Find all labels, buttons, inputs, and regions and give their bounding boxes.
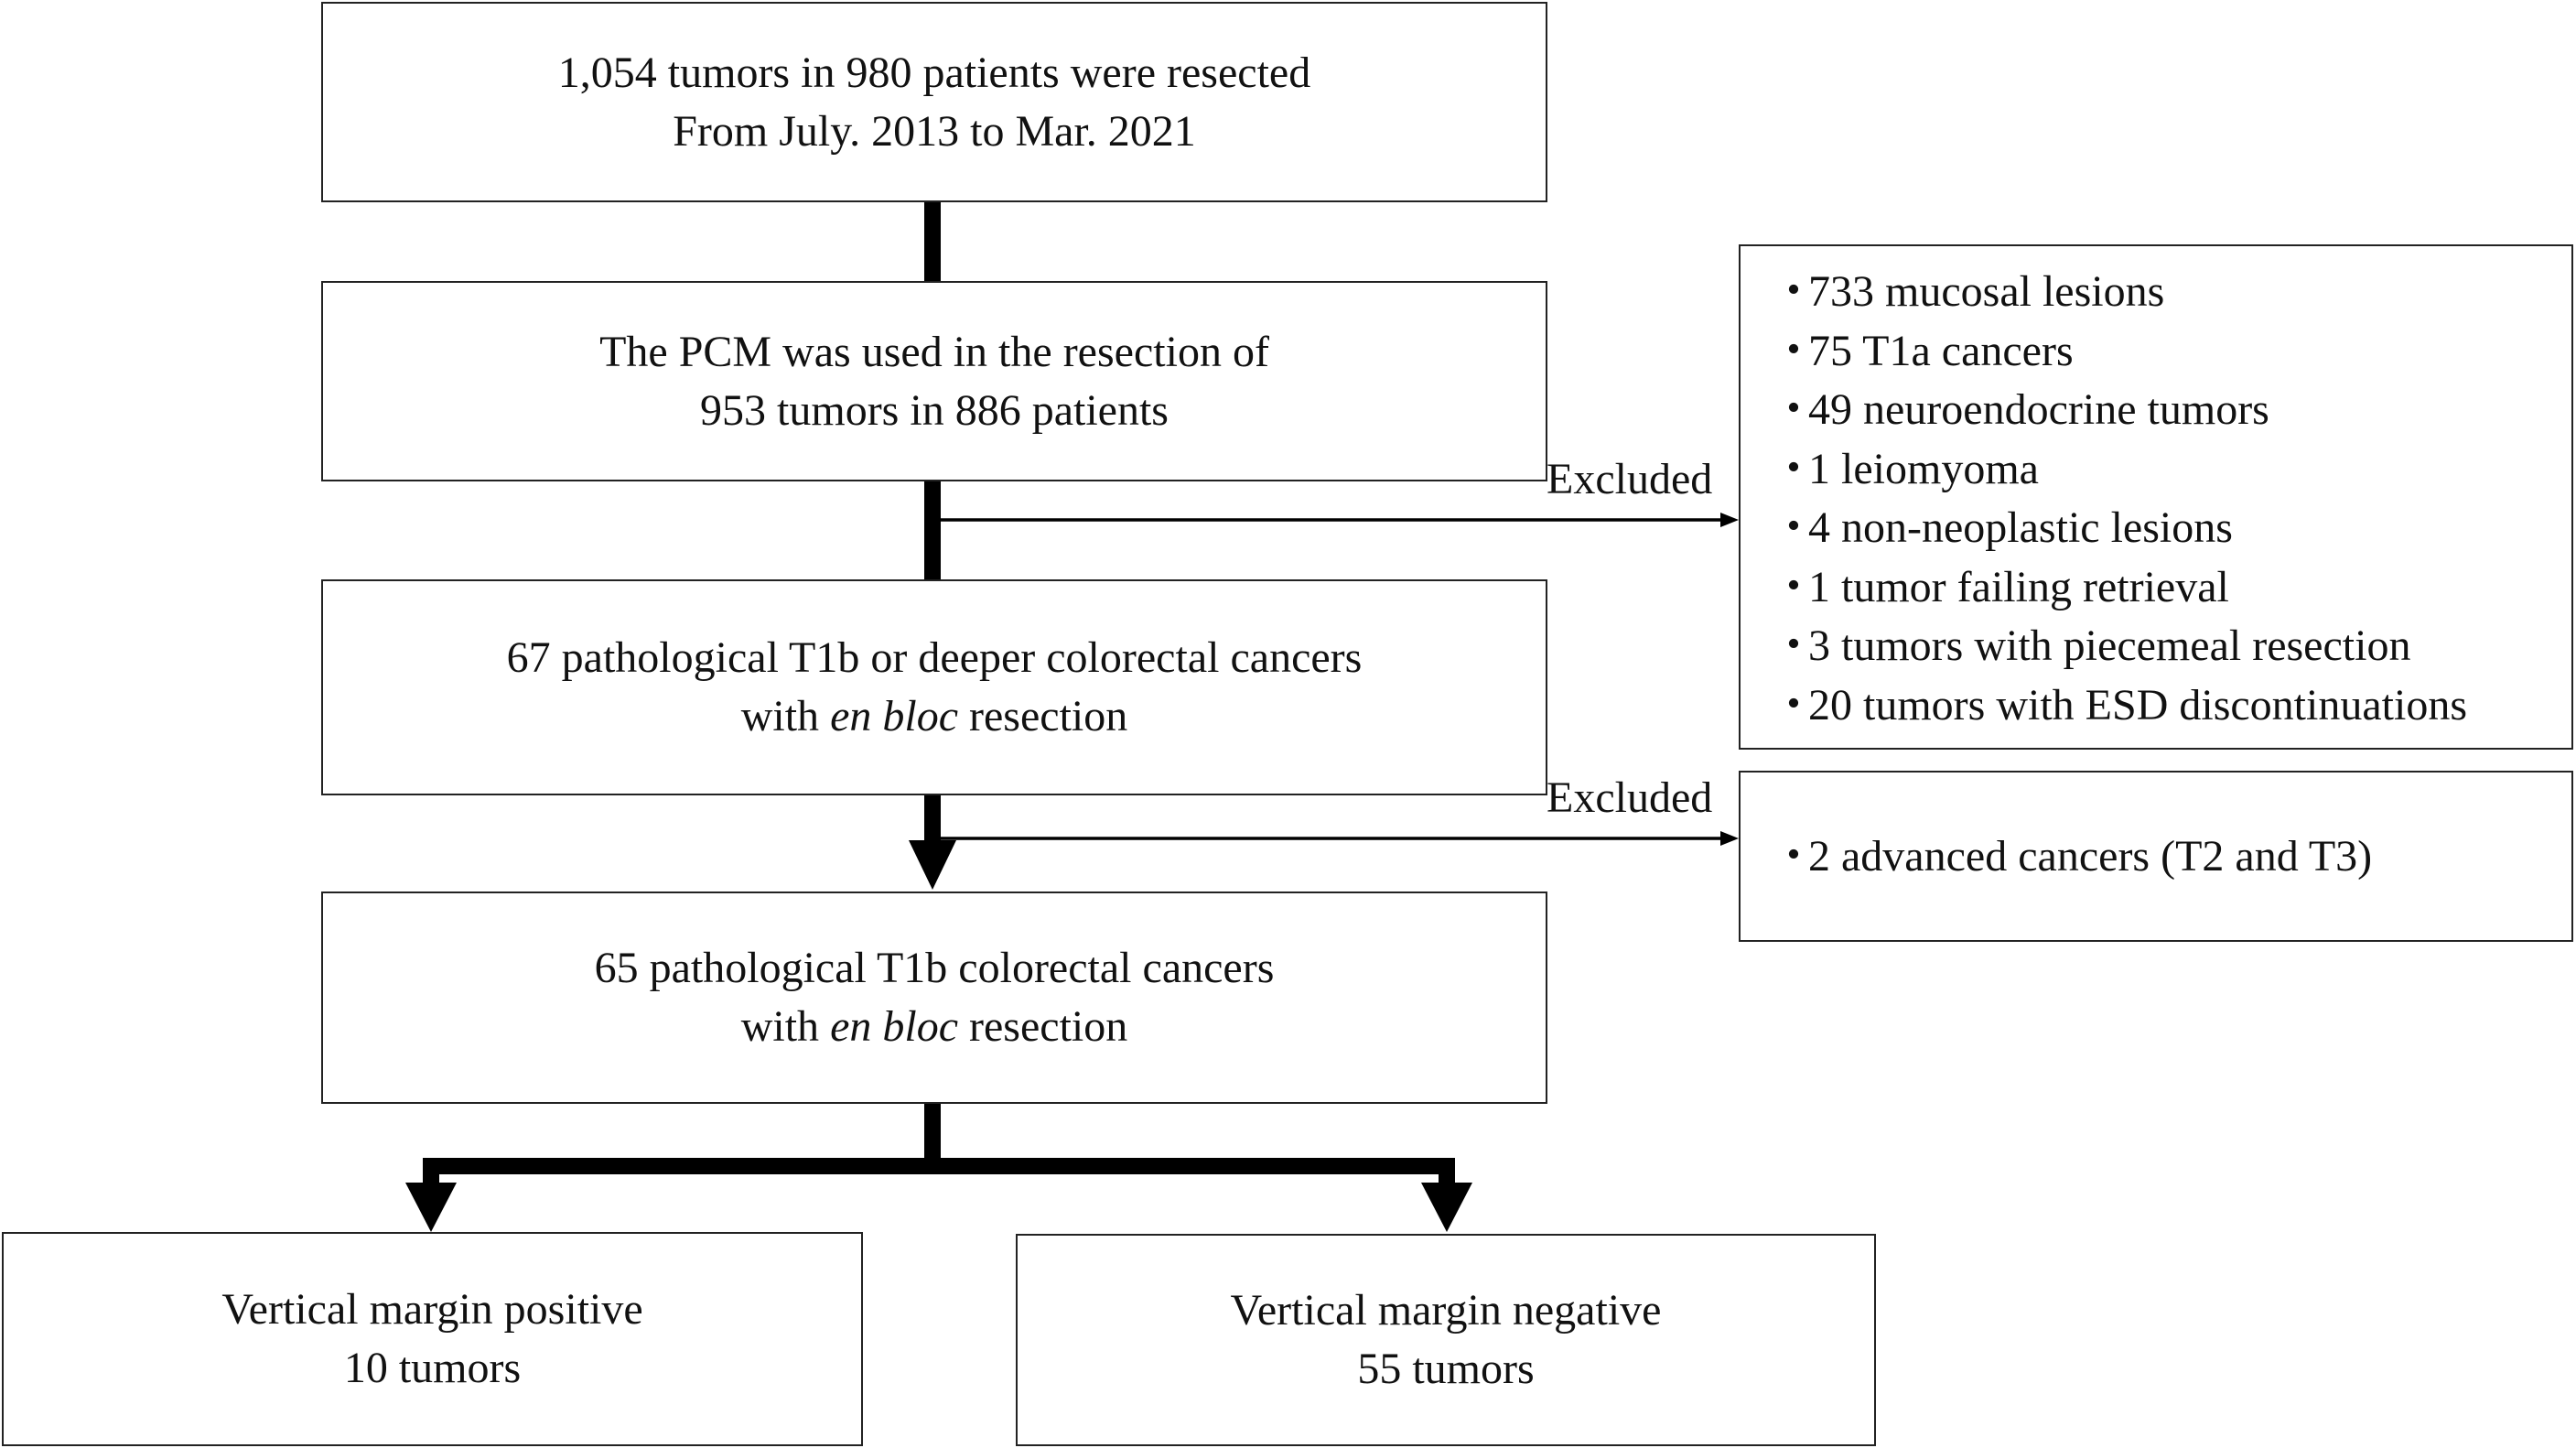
excluded-box-2: ・2 advanced cancers (T2 and T3)	[1739, 771, 2573, 942]
excluded-box-1: ・733 mucosal lesions ・75 T1a cancers ・49…	[1739, 244, 2573, 750]
box-t1b-deeper: 67 pathological T1b or deeper colorectal…	[321, 579, 1547, 795]
box-margin-positive: Vertical margin positive 10 tumors	[2, 1232, 863, 1446]
excluded-item: ・4 non-neoplastic lesions	[1772, 503, 2233, 552]
box-negative-line-1: Vertical margin negative	[1230, 1286, 1662, 1335]
excluded-item: ・1 leiomyoma	[1772, 444, 2039, 493]
box-pcm-line-1: The PCM was used in the resection of	[599, 327, 1269, 376]
excluded-item: ・1 tumor failing retrieval	[1772, 562, 2229, 611]
box-t1b-deeper-line-2: with en bloc resection	[740, 692, 1128, 740]
arrowhead-to-t1b	[909, 840, 956, 890]
excluded-item: ・3 tumors with piecemeal resection	[1772, 621, 2411, 670]
excluded-item: ・20 tumors with ESD discontinuations	[1772, 680, 2467, 729]
box-margin-negative: Vertical margin negative 55 tumors	[1016, 1234, 1876, 1446]
excluded-item: ・49 neuroendocrine tumors	[1772, 385, 2269, 434]
box-t1b-deeper-line-1: 67 pathological T1b or deeper colorectal…	[506, 633, 1363, 682]
box-pcm-line-2: 953 tumors in 886 patients	[700, 385, 1169, 435]
excluded-label-2: Excluded	[1547, 773, 1713, 822]
box-negative-line-2: 55 tumors	[1357, 1345, 1535, 1393]
box-start-line-2: From July. 2013 to Mar. 2021	[673, 106, 1196, 156]
box-positive-line-2: 10 tumors	[343, 1344, 522, 1392]
arrowhead-excluded-2	[1720, 831, 1739, 846]
box-t1b: 65 pathological T1b colorectal cancers w…	[321, 891, 1547, 1104]
box-t1b-line-2: with en bloc resection	[740, 1002, 1128, 1051]
box-positive-line-1: Vertical margin positive	[221, 1285, 643, 1334]
box-t1b-line-1: 65 pathological T1b colorectal cancers	[594, 944, 1275, 992]
excluded-item: ・75 T1a cancers	[1772, 326, 2074, 375]
arrowhead-to-negative	[1421, 1183, 1472, 1232]
excluded-item: ・2 advanced cancers (T2 and T3)	[1772, 832, 2373, 881]
arrowhead-to-positive	[405, 1183, 457, 1232]
arrowhead-excluded-1	[1720, 513, 1739, 527]
box-pcm: The PCM was used in the resection of 953…	[321, 281, 1547, 481]
excluded-item: ・733 mucosal lesions	[1772, 267, 2165, 316]
excluded-label-1: Excluded	[1547, 455, 1713, 503]
box-start-line-1: 1,054 tumors in 980 patients were resect…	[557, 48, 1311, 97]
box-start: 1,054 tumors in 980 patients were resect…	[321, 2, 1547, 202]
